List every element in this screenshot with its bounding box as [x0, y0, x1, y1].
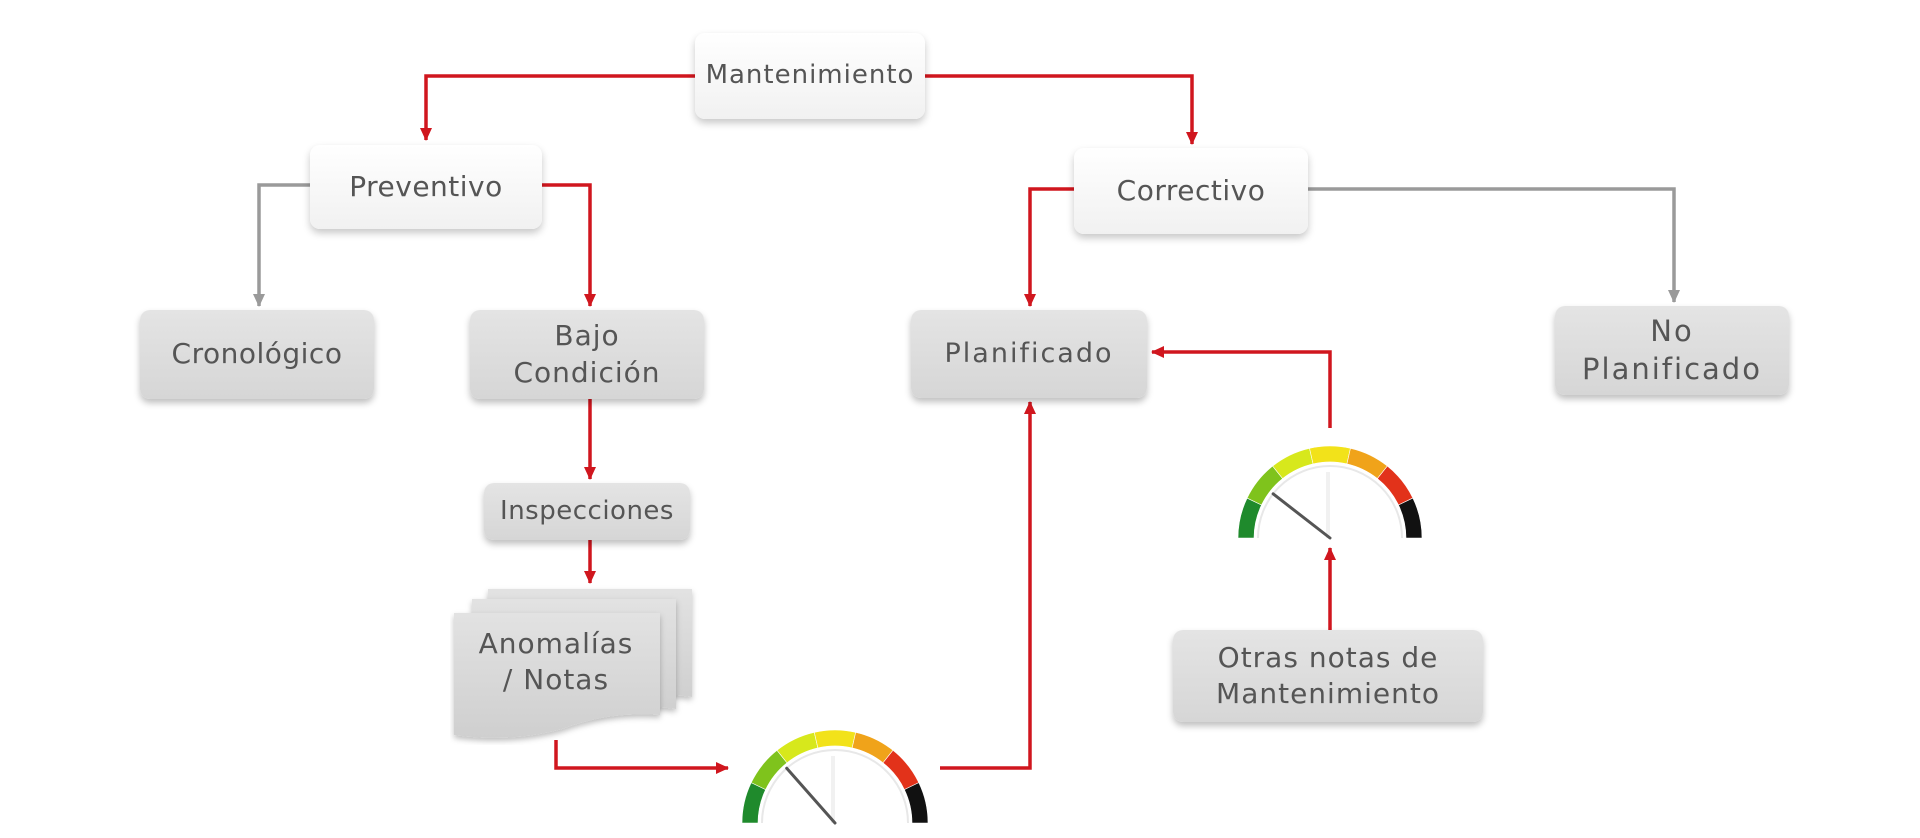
- gauge-priority-high: [1237, 445, 1423, 540]
- gauge-needle: [785, 766, 837, 825]
- edge-mantenimiento-preventivo: [420, 74, 695, 141]
- node-mantenimiento: Mantenimiento: [695, 33, 925, 119]
- gauge-segment: [1272, 447, 1314, 480]
- gauge-segment: [903, 782, 929, 824]
- node-otras-notas-line-1: Otras notas de: [1217, 640, 1439, 674]
- node-bajo-condicion-line-2: Condición: [513, 355, 661, 389]
- gauge-segment: [776, 731, 819, 764]
- edge-gauge-high-planificado: [1151, 346, 1332, 428]
- node-no-planificado-line-1: No: [1650, 313, 1694, 348]
- node-planificado-label: Planificado: [944, 338, 1114, 370]
- node-no-planificado: No Planificado: [1555, 306, 1789, 395]
- edge-anomalias-gauge-low: [554, 740, 729, 774]
- gauge-priority-low: [741, 729, 929, 825]
- edge-mantenimiento-correctivo: [925, 74, 1198, 145]
- node-correctivo-label: Correctivo: [1116, 173, 1266, 207]
- node-preventivo: Preventivo: [310, 145, 542, 229]
- edge-preventivo-bajo-condicion: [542, 183, 596, 307]
- node-otras-notas-line-2: Mantenimiento: [1216, 677, 1440, 710]
- gauge-segment: [1398, 497, 1423, 539]
- node-anomalias-line-1: Anomalías: [478, 626, 634, 660]
- node-inspecciones: Inspecciones: [484, 483, 690, 540]
- node-cronologico-label: Cronológico: [171, 337, 343, 371]
- node-bajo-condicion: Bajo Condición: [470, 310, 704, 399]
- node-otras-notas: Otras notas de Mantenimiento: [1173, 630, 1483, 722]
- edge-gauge-low-planificado: [940, 401, 1036, 770]
- node-planificado: Planificado: [911, 310, 1147, 398]
- node-anomalias-notas: Anomalías / Notas: [450, 585, 700, 745]
- node-no-planificado-line-2: Planificado: [1582, 351, 1762, 386]
- edge-correctivo-no-planificado: [1308, 187, 1680, 303]
- gauge-segment: [882, 749, 920, 790]
- node-mantenimiento-label: Mantenimiento: [705, 60, 915, 91]
- gauge-segment: [1309, 445, 1351, 465]
- gauge-segment: [813, 729, 857, 749]
- gauge-inner-arc: [1257, 465, 1403, 539]
- gauge-inner-arc: [761, 749, 909, 824]
- node-inspecciones-label: Inspecciones: [500, 495, 674, 526]
- gauge-segment: [1376, 465, 1414, 506]
- edge-correctivo-planificado: [1024, 187, 1074, 307]
- node-anomalias-line-2: / Notas: [502, 663, 610, 696]
- gauge-needle: [1271, 492, 1332, 540]
- node-bajo-condicion-line-1: Bajo: [554, 319, 620, 353]
- node-anomalias-notas-text: Anomalías / Notas: [450, 607, 662, 717]
- document-stack-icon: [454, 589, 692, 738]
- node-preventivo-label: Preventivo: [349, 169, 503, 203]
- node-cronologico: Cronológico: [140, 310, 374, 399]
- node-correctivo: Correctivo: [1074, 148, 1308, 234]
- edge-preventivo-cronologico: [253, 183, 310, 307]
